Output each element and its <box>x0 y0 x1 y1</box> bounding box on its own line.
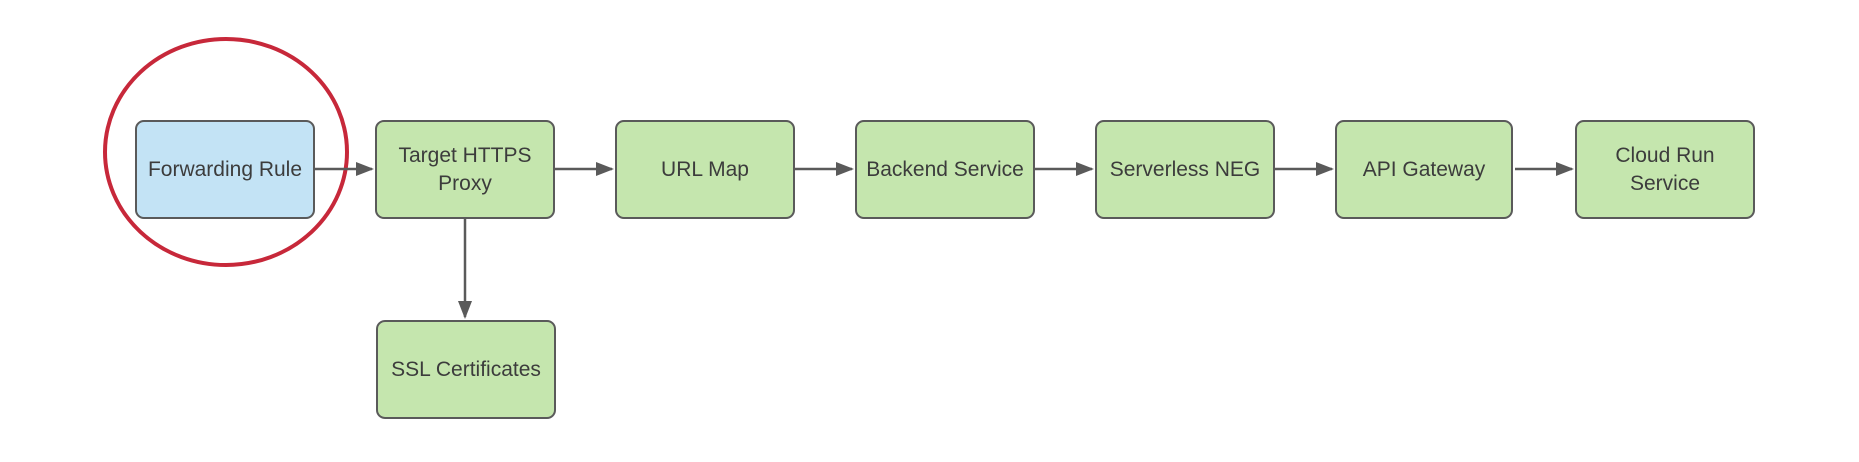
node-url-map[interactable]: URL Map <box>615 120 795 219</box>
node-label: URL Map <box>661 157 749 181</box>
node-label: API Gateway <box>1362 157 1486 181</box>
node-label: Target HTTPS Proxy <box>398 143 532 195</box>
node-backend-service[interactable]: Backend Service <box>855 120 1035 219</box>
node-label: Forwarding Rule <box>147 157 303 181</box>
highlight-ellipse <box>103 37 349 267</box>
node-label: SSL Certificates <box>391 357 541 381</box>
node-serverless-neg[interactable]: Serverless NEG <box>1095 120 1275 219</box>
node-label: Serverless NEG <box>1109 157 1261 181</box>
node-label: Backend Service <box>866 157 1024 181</box>
node-ssl-certificates[interactable]: SSL Certificates <box>376 320 556 419</box>
node-label: Cloud Run Service <box>1615 143 1715 195</box>
node-cloud-run-service[interactable]: Cloud Run Service <box>1575 120 1755 219</box>
node-target-https-proxy[interactable]: Target HTTPS Proxy <box>375 120 555 219</box>
node-forwarding-rule[interactable]: Forwarding Rule <box>135 120 315 219</box>
node-api-gateway[interactable]: API Gateway <box>1335 120 1513 219</box>
